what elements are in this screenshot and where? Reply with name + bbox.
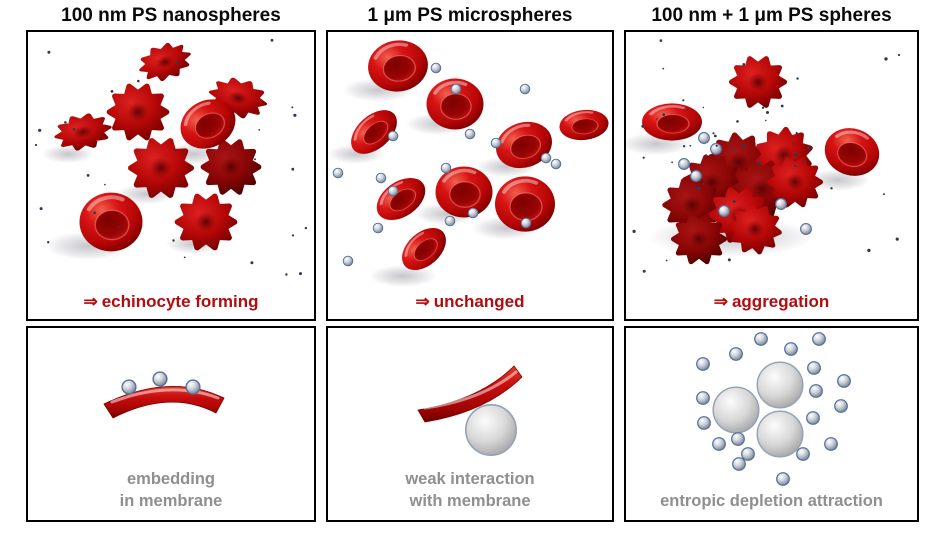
nanosphere-dots-cluster — [682, 106, 805, 168]
panel2-observation-box: ⇒unchanged — [326, 30, 614, 321]
panel2-mechanism-box: weak interaction with membrane — [326, 326, 614, 522]
nanosphere-dots — [34, 38, 308, 276]
panel2-title: 1 μm PS microspheres — [367, 5, 573, 26]
panel-columns: 100 nm PS nanospheres — [26, 2, 919, 522]
nanosphere-dots — [632, 39, 901, 273]
panel2-result-text: unchanged — [433, 292, 525, 311]
panel1-result-label: ⇒echinocyte forming — [28, 292, 314, 312]
panel1-mechanism-caption: embedding in membrane — [119, 470, 223, 510]
panel3-mechanism-caption: entropic depletion attraction — [660, 491, 883, 510]
implies-arrow-icon: ⇒ — [713, 292, 728, 311]
panel-nanospheres: 100 nm PS nanospheres — [26, 2, 316, 522]
echinocyte-scene-illustration — [34, 32, 308, 276]
panel2-mechanism-caption: weak interaction with membrane — [405, 470, 535, 510]
panel-mixed-spheres: 100 nm + 1 μm PS spheres — [624, 2, 919, 522]
panel2-result-label: ⇒unchanged — [328, 292, 612, 312]
panel1-result-text: echinocyte forming — [101, 292, 259, 311]
panel-microspheres: 1 μm PS microspheres — [326, 2, 614, 522]
panel3-title: 100 nm + 1 μm PS spheres — [651, 5, 892, 26]
panel3-result-text: aggregation — [731, 292, 830, 311]
weak-interaction-illustration — [417, 365, 523, 456]
panel1-mechanism-box: embedding in membrane — [26, 326, 316, 522]
implies-arrow-icon: ⇒ — [83, 292, 98, 311]
panel1-title: 100 nm PS nanospheres — [61, 5, 281, 26]
unchanged-cells-scene-illustration — [328, 34, 612, 288]
panel3-result-label: ⇒aggregation — [626, 292, 917, 312]
aggregation-scene-illustration — [626, 39, 901, 273]
membrane-embedding-illustration — [103, 371, 225, 419]
panel1-observation-box: ⇒echinocyte forming — [26, 30, 316, 321]
panel3-observation-box: ⇒aggregation — [624, 30, 919, 321]
panel3-mechanism-box: entropic depletion attraction — [624, 326, 919, 522]
implies-arrow-icon: ⇒ — [415, 292, 430, 311]
